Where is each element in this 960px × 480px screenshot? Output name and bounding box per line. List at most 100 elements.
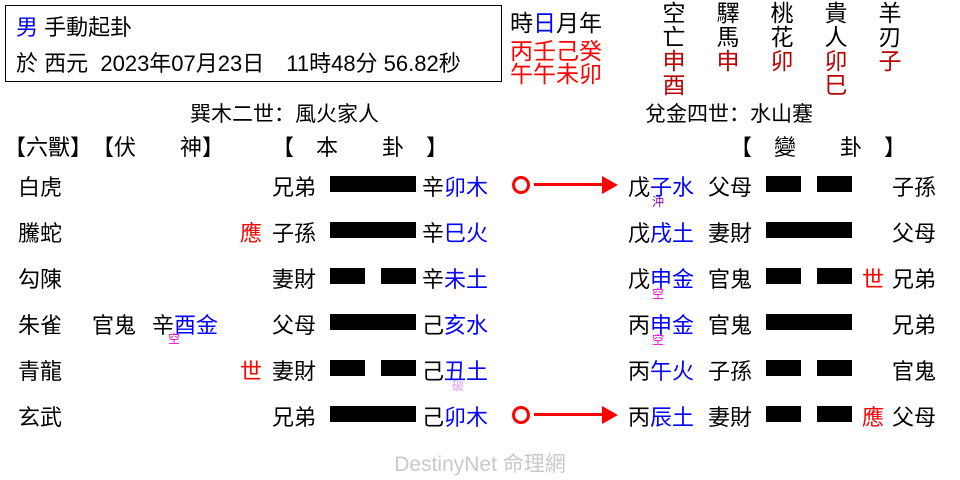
ben-branch: 卯 (444, 175, 467, 200)
bian-branch: 辰 (650, 405, 673, 430)
column-header-fushen: 【伏 神】 (92, 135, 225, 160)
changing-line-arrow-icon (512, 404, 622, 426)
ben-relation-label: 兄弟 (272, 405, 317, 430)
bian-stem: 戊 (628, 221, 651, 246)
ben-stem: 己 (422, 359, 445, 384)
bian-relation-label-right: 父母 (892, 405, 937, 430)
bian-ganzhi: 丙午火 (628, 354, 694, 386)
bian-branch: 申 (650, 267, 673, 292)
cast-datetime-label: 2023年07月23日 11時48分 56.82秒 (100, 51, 461, 76)
bian-ganzhi: 丙辰土 (628, 400, 694, 432)
bian-element: 金 (672, 267, 695, 292)
shensha-name-top: 驛 (716, 0, 740, 26)
shensha-name-bottom: 人 (824, 23, 848, 50)
ben-ganzhi: 辛巳火 (422, 216, 488, 248)
shensha-name-bottom: 亡 (662, 23, 686, 50)
bian-ganzhi: 戊申金 (628, 262, 694, 294)
ben-yao-line-broken (330, 360, 416, 376)
bian-stem: 丙 (628, 359, 651, 384)
calendar-prefix-label: 於 西元 (16, 51, 89, 76)
ben-element: 土 (466, 267, 489, 292)
bian-relation-label-right: 子孫 (892, 175, 937, 200)
ben-yao-line-solid (330, 406, 416, 422)
bian-gua-title: 兌金四世：水山蹇 (645, 103, 813, 126)
four-pillars: 時日月年 丙壬己癸 午午未卯 (510, 4, 620, 86)
column-header-ben-gua: 【 本 卦 】 (272, 135, 449, 160)
pillar-stems: 丙壬己癸 (510, 38, 602, 64)
bian-relation-label-right: 官鬼 (892, 359, 937, 384)
liushou-label: 朱雀 (18, 313, 63, 338)
bian-branch: 申 (650, 313, 673, 338)
shensha-name-top: 羊 (878, 0, 902, 26)
fushen-branch: 酉 (174, 313, 197, 338)
cast-method-label: 手動起卦 (44, 15, 133, 40)
ben-relation-label: 兄弟 (272, 175, 317, 200)
bian-shi-ying-mark: 應 (862, 405, 885, 430)
shensha-name-bottom: 刃 (878, 23, 902, 50)
ben-note: 破 (452, 379, 465, 393)
ben-yao-line-solid (330, 222, 416, 238)
ben-shi-ying-mark: 應 (240, 221, 263, 246)
bian-yao-line-broken (766, 268, 852, 284)
shensha-name-top: 貴 (824, 0, 848, 26)
ben-branch: 巳 (444, 221, 467, 246)
ben-yao-line-broken (330, 268, 416, 284)
ben-stem: 己 (422, 405, 445, 430)
shensha-branch-2: 酉 (662, 71, 686, 98)
ben-stem: 辛 (422, 221, 445, 246)
fushen-relation-label: 官鬼 (92, 313, 137, 338)
cast-info-line-2: 於 西元 2023年07月23日 11時48分 56.82秒 (16, 46, 461, 78)
ben-relation-label: 父母 (272, 313, 317, 338)
ben-ganzhi: 己亥水 (422, 308, 488, 340)
bian-relation-label: 官鬼 (708, 313, 753, 338)
bian-shi-ying-mark: 世 (862, 267, 885, 292)
bian-relation-label-right: 兄弟 (892, 313, 937, 338)
bian-stem: 丙 (628, 313, 651, 338)
yao-row: 勾陳妻財辛未土戊申金空官鬼世兄弟 (0, 254, 960, 301)
ben-ganzhi: 辛未土 (422, 262, 488, 294)
ben-element: 木 (466, 405, 489, 430)
bian-relation-label: 官鬼 (708, 267, 753, 292)
ben-relation-label: 妻財 (272, 267, 317, 292)
bian-relation-label: 子孫 (708, 359, 753, 384)
yao-row: 朱雀官鬼辛酉金空父母己亥水丙申金空官鬼兄弟 (0, 300, 960, 347)
bian-element: 土 (672, 221, 695, 246)
watermark: DestinyNet 命理網 (394, 453, 566, 476)
fushen-stem: 辛 (152, 313, 175, 338)
shensha-name-bottom: 花 (770, 23, 794, 50)
shensha-branch-1: 卯 (770, 47, 794, 74)
ben-stem: 辛 (422, 267, 445, 292)
bian-branch: 午 (650, 359, 673, 384)
bian-relation-label: 妻財 (708, 221, 753, 246)
ben-stem: 己 (422, 313, 445, 338)
bian-stem: 戊 (628, 267, 651, 292)
shensha-name-top: 空 (662, 0, 686, 26)
ben-element: 水 (466, 313, 489, 338)
liushou-label: 玄武 (18, 405, 63, 430)
fushen-note: 空 (168, 332, 181, 346)
shensha-branch-1: 子 (878, 47, 902, 74)
pillar-headers: 時日月年 (510, 4, 620, 38)
shensha-column: 羊 刃 子 (871, 0, 909, 98)
bian-element: 金 (672, 313, 695, 338)
bian-ganzhi: 丙申金 (628, 308, 694, 340)
bian-note: 空 (652, 287, 665, 301)
yao-row: 騰蛇應子孫辛巳火戊戌土妻財父母 (0, 208, 960, 254)
ben-element: 土 (466, 359, 489, 384)
shensha-branch-1: 申 (716, 47, 740, 74)
yao-row: 玄武兄弟己卯木丙辰土妻財應父母 (0, 392, 960, 438)
shensha-group: 空 亡 申 酉 驛 馬 申 桃 花 卯 貴 人 卯 巳 羊 刃 子 (655, 0, 909, 98)
ben-stem: 辛 (422, 175, 445, 200)
bian-element: 水 (672, 175, 695, 200)
liushou-label: 白虎 (18, 175, 63, 200)
ben-branch: 未 (444, 267, 467, 292)
shensha-branch-1: 申 (662, 47, 686, 74)
column-header-liushou: 【六獸】 (4, 135, 93, 160)
liushou-label: 青龍 (18, 359, 63, 384)
gender-label: 男 (16, 15, 39, 40)
fushen-element: 金 (196, 313, 219, 338)
ben-branch: 丑 (444, 359, 467, 384)
bian-element: 火 (672, 359, 695, 384)
bian-relation-label: 妻財 (708, 405, 753, 430)
ben-element: 火 (466, 221, 489, 246)
